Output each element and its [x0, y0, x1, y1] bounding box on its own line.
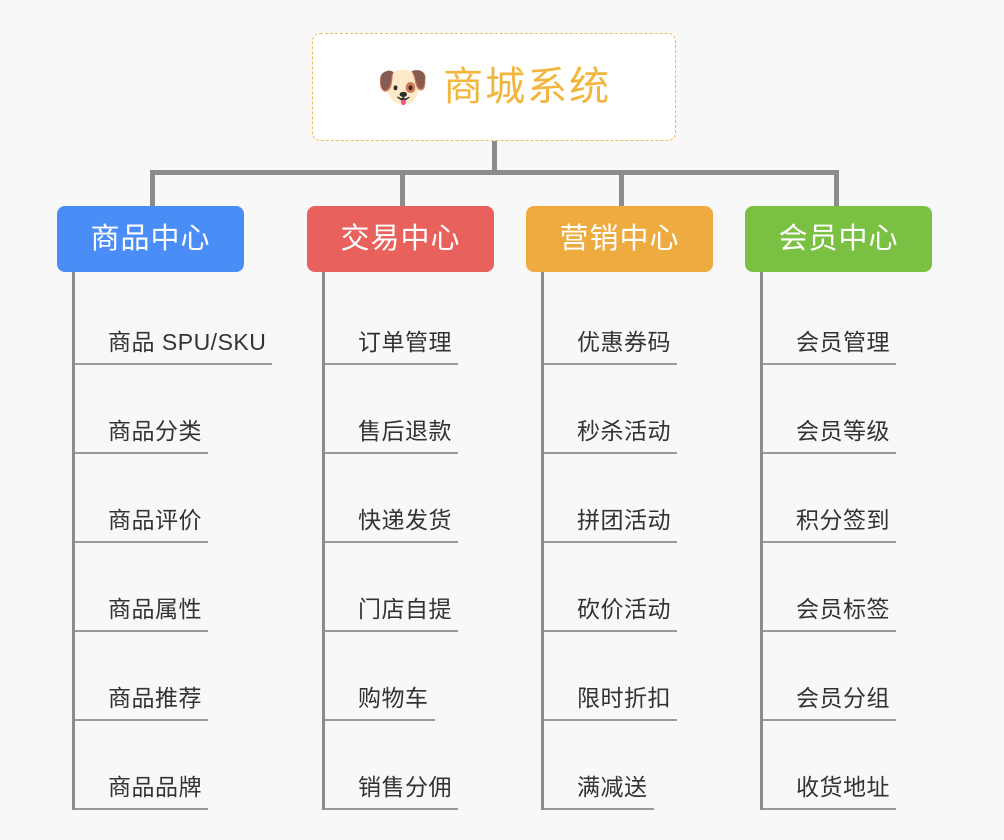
list-item[interactable]: 拼团活动: [544, 454, 726, 543]
list-item-label: 快递发货: [358, 509, 458, 543]
category-label: 交易中心: [340, 222, 461, 255]
list-item-label: 商品品牌: [108, 776, 208, 810]
list-item-label: 积分签到: [796, 509, 896, 543]
list-item[interactable]: 限时折扣: [544, 632, 726, 721]
list-item[interactable]: 会员标签: [763, 543, 945, 632]
list-item[interactable]: 购物车: [325, 632, 507, 721]
list-item[interactable]: 售后退款: [325, 365, 507, 454]
shiba-dog-face-icon: 🐶: [376, 63, 430, 110]
connector-root-stem: [492, 141, 497, 173]
list-item[interactable]: 会员分组: [763, 632, 945, 721]
list-item-label: 拼团活动: [577, 509, 677, 543]
list-item-label: 门店自提: [358, 598, 458, 632]
branch-trade-center: 交易中心 订单管理 售后退款 快递发货 门店自提 购物车 销售分佣: [307, 206, 507, 810]
list-item-label: 砍价活动: [577, 598, 677, 632]
list-item-label: 购物车: [358, 687, 435, 721]
list-item-label: 收货地址: [796, 776, 896, 810]
list-item[interactable]: 商品推荐: [75, 632, 287, 721]
list-item[interactable]: 销售分佣: [325, 721, 507, 810]
connector-horizontal-bar: [150, 170, 839, 175]
list-item[interactable]: 订单管理: [325, 276, 507, 365]
list-item-label: 商品 SPU/SKU: [108, 331, 273, 365]
list-item-label: 商品分类: [108, 420, 208, 454]
list-item-label: 商品评价: [108, 509, 208, 543]
list-item-label: 满减送: [577, 776, 654, 810]
list-item[interactable]: 收货地址: [763, 721, 945, 810]
branch-marketing-center: 营销中心 优惠券码 秒杀活动 拼团活动 砍价活动 限时折扣 满减送: [526, 206, 726, 810]
category-header-marketing-center[interactable]: 营销中心: [526, 206, 713, 272]
connector-drop-member-center: [834, 170, 839, 210]
list-item-label: 限时折扣: [577, 687, 677, 721]
list-item[interactable]: 积分签到: [763, 454, 945, 543]
list-item-label: 订单管理: [358, 331, 458, 365]
list-item[interactable]: 快递发货: [325, 454, 507, 543]
list-item[interactable]: 商品分类: [75, 365, 287, 454]
connector-drop-product-center: [150, 170, 155, 210]
list-item-label: 会员等级: [796, 420, 896, 454]
list-item-label: 售后退款: [358, 420, 458, 454]
list-item[interactable]: 会员管理: [763, 276, 945, 365]
sub-item-list-member-center: 会员管理 会员等级 积分签到 会员标签 会员分组 收货地址: [760, 272, 945, 810]
category-label: 会员中心: [778, 222, 899, 255]
category-header-product-center[interactable]: 商品中心: [57, 206, 244, 272]
list-item[interactable]: 秒杀活动: [544, 365, 726, 454]
list-item[interactable]: 商品品牌: [75, 721, 287, 810]
connector-drop-marketing-center: [619, 170, 624, 210]
category-label: 营销中心: [559, 222, 680, 255]
list-item-label: 会员标签: [796, 598, 896, 632]
sub-item-list-trade-center: 订单管理 售后退款 快递发货 门店自提 购物车 销售分佣: [322, 272, 507, 810]
list-item-label: 会员分组: [796, 687, 896, 721]
list-item[interactable]: 会员等级: [763, 365, 945, 454]
category-header-member-center[interactable]: 会员中心: [745, 206, 932, 272]
list-item[interactable]: 砍价活动: [544, 543, 726, 632]
connector-drop-trade-center: [400, 170, 405, 210]
category-label: 商品中心: [90, 222, 211, 255]
list-item-label: 会员管理: [796, 331, 896, 365]
sub-item-list-marketing-center: 优惠券码 秒杀活动 拼团活动 砍价活动 限时折扣 满减送: [541, 272, 726, 810]
list-item[interactable]: 门店自提: [325, 543, 507, 632]
sub-item-list-product-center: 商品 SPU/SKU 商品分类 商品评价 商品属性 商品推荐 商品品牌: [72, 272, 287, 810]
list-item-label: 商品属性: [108, 598, 208, 632]
list-item-label: 销售分佣: [358, 776, 458, 810]
list-item-label: 秒杀活动: [577, 420, 677, 454]
list-item[interactable]: 商品 SPU/SKU: [75, 276, 287, 365]
category-header-trade-center[interactable]: 交易中心: [307, 206, 494, 272]
branch-product-center: 商品中心 商品 SPU/SKU 商品分类 商品评价 商品属性 商品推荐 商品品牌: [57, 206, 287, 810]
root-title: 商城系统: [443, 65, 612, 109]
list-item-label: 优惠券码: [577, 331, 677, 365]
branch-member-center: 会员中心 会员管理 会员等级 积分签到 会员标签 会员分组 收货地址: [745, 206, 945, 810]
list-item[interactable]: 商品属性: [75, 543, 287, 632]
list-item[interactable]: 满减送: [544, 721, 726, 810]
list-item[interactable]: 商品评价: [75, 454, 287, 543]
list-item-label: 商品推荐: [108, 687, 208, 721]
root-node[interactable]: 🐶 商城系统: [312, 33, 676, 141]
list-item[interactable]: 优惠券码: [544, 276, 726, 365]
